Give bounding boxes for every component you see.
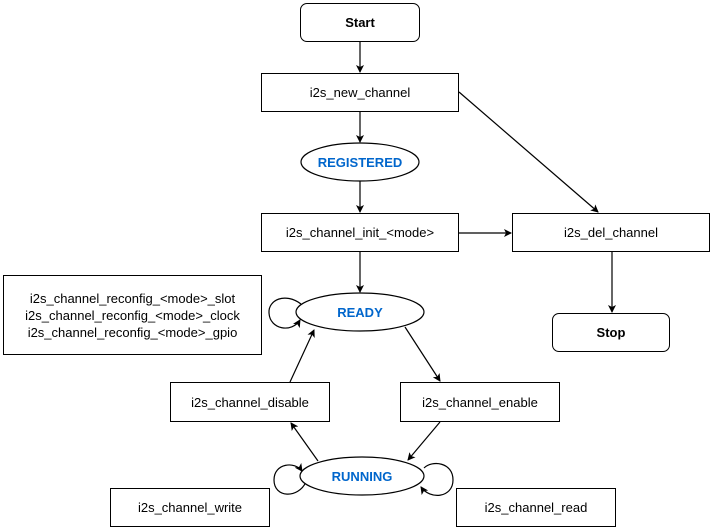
start-node: Start: [300, 3, 420, 42]
stop-node: Stop: [552, 313, 670, 352]
new-channel-node: i2s_new_channel: [261, 73, 459, 112]
write-node: i2s_channel_write: [110, 488, 270, 527]
edge-new-del: [458, 91, 599, 213]
reconfig-slot: i2s_channel_reconfig_<mode>_slot: [29, 290, 236, 306]
reconfig-gpio: i2s_channel_reconfig_<mode>_gpio: [27, 324, 238, 340]
enable-node: i2s_channel_enable: [400, 382, 560, 422]
init-node: i2s_channel_init_<mode>: [261, 213, 459, 252]
loop-running-right: [420, 462, 454, 496]
edge-ready-enable: [404, 326, 441, 382]
registered-ellipse: [300, 142, 420, 182]
loop-ready: [268, 297, 302, 329]
ready-state: READY: [337, 304, 383, 320]
registered-state: REGISTERED: [317, 154, 403, 170]
reconfig-clock: i2s_channel_reconfig_<mode>_clock: [25, 307, 240, 323]
running-ellipse: [299, 456, 425, 496]
edge-disable-ready: [289, 329, 315, 383]
edge-running-disable: [290, 422, 319, 462]
ready-ellipse: [295, 292, 425, 332]
disable-node: i2s_channel_disable: [170, 382, 330, 422]
running-state: RUNNING: [331, 468, 393, 484]
edge-enable-running: [407, 421, 441, 461]
reconfig-node: i2s_channel_reconfig_<mode>_slot i2s_cha…: [3, 275, 262, 355]
loop-running-left: [273, 462, 307, 495]
del-channel-node: i2s_del_channel: [512, 213, 710, 252]
read-node: i2s_channel_read: [456, 488, 616, 527]
